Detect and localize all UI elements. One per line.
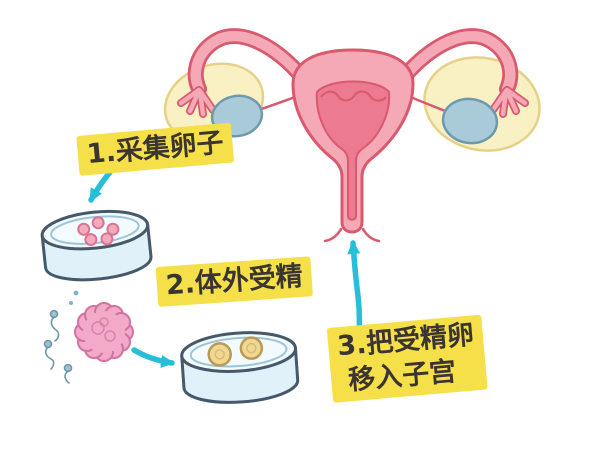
trail-dot (73, 290, 79, 296)
uterus-diagram (163, 36, 541, 243)
uterus-lining-detail (320, 90, 387, 102)
vaginal-opening-left (323, 227, 343, 243)
dish-rim-inner (189, 336, 288, 368)
sperm (49, 309, 60, 342)
right-ovary (441, 97, 499, 145)
arrow-step1 (88, 169, 113, 203)
cluster-core (83, 311, 125, 353)
egg (100, 232, 114, 246)
trail-dot (69, 301, 73, 305)
uterus-lining (315, 80, 391, 221)
vaginal-opening-right (361, 227, 381, 243)
fertilized-egg-nucleus (214, 349, 225, 360)
fertilized-egg-cluster (74, 302, 134, 362)
petri-dish-embryos (180, 331, 300, 404)
fertilized-eggs (207, 336, 264, 367)
fertilized-egg (207, 342, 232, 367)
arrow-step2 (131, 347, 175, 368)
sperm-cells (43, 309, 73, 384)
fertilized-egg (239, 336, 264, 360)
cluster-texture (91, 321, 105, 335)
egg (106, 222, 120, 236)
sperm (63, 363, 73, 384)
egg (91, 216, 105, 230)
fertilized-egg-nucleus (246, 342, 257, 354)
sperm (43, 339, 55, 370)
collected-eggs (77, 216, 120, 247)
cluster-texture (99, 317, 109, 327)
dish-rim (40, 209, 150, 251)
petri-dish-eggs (40, 209, 153, 282)
egg (84, 233, 98, 247)
step-3-label: 3.把受精卵 移入子宫 (326, 314, 488, 404)
cluster-texture (104, 330, 116, 342)
egg (77, 222, 91, 236)
